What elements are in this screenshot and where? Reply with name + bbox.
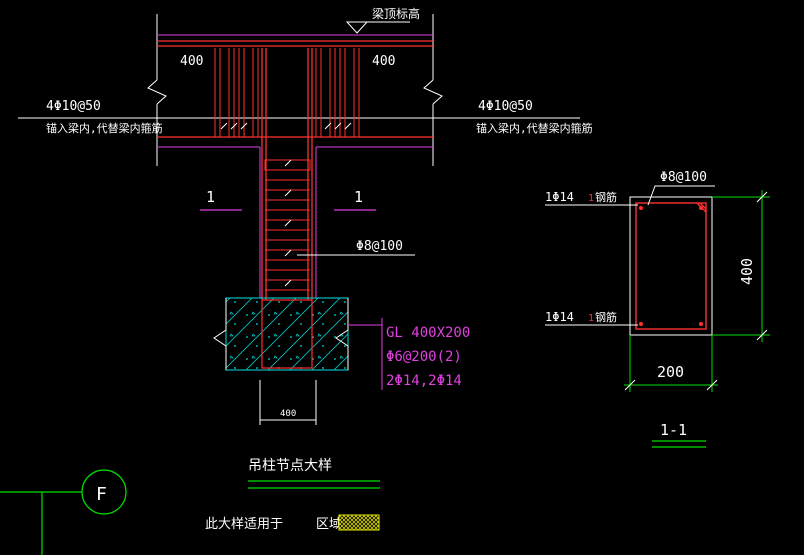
section-bottom-bar-note: 钢筋 (595, 310, 617, 324)
detail-title: 吊柱节点大样 (248, 458, 332, 474)
left-width-label: 400 (180, 54, 203, 69)
left-hanger-bars (214, 48, 267, 300)
beam-outline (18, 14, 580, 166)
section-top-bar-mark: 1 (588, 193, 594, 204)
section-width-label: 200 (657, 363, 684, 381)
right-rebar-label: 4Φ10@50 (478, 99, 533, 114)
section-stirrup-leader: Φ8@100 (647, 170, 715, 206)
section-mark-left: 1 (206, 188, 215, 206)
beam-top-label: 梁顶标高 (372, 6, 420, 21)
section-title: 1-1 (660, 421, 687, 439)
right-rebar-note: 锚入梁内,代替梁内箍筋 (476, 121, 593, 135)
section-title-block: 1-1 (652, 421, 706, 448)
ground-beam (213, 297, 349, 371)
section-width-dimension (624, 335, 718, 392)
section-top-bar-label: 1Φ14 (545, 190, 574, 204)
left-rebar-label: 4Φ10@50 (46, 99, 101, 114)
stirrup-leader: Φ8@100 (297, 239, 415, 256)
section-bottom-bar-label: 1Φ14 (545, 310, 574, 324)
hanger-ticks (220, 122, 352, 130)
gl-label: GL 400X200 (386, 325, 470, 341)
column-stirrups (264, 159, 311, 291)
right-hanger-bars (307, 48, 360, 300)
applies-label: 此大样适用于 (205, 517, 283, 532)
region-label: 区域 (316, 517, 342, 532)
gl-bars-label: 2Φ14,2Φ14 (386, 373, 462, 389)
section-height-dimension (712, 190, 770, 342)
column-stirrup-ticks (284, 159, 292, 287)
beam-edges (157, 34, 433, 148)
section-1-1 (629, 196, 713, 336)
section-top-bar-leader: 1Φ14 1 钢筋 (545, 190, 638, 206)
section-top-bar-note: 钢筋 (595, 190, 617, 204)
section-bottom-bar-mark: 1 (588, 313, 594, 324)
section-height-label: 400 (738, 258, 756, 285)
grid-label: F (96, 484, 107, 505)
stirrup-label: Φ8@100 (356, 239, 403, 254)
section-mark-right: 1 (354, 188, 363, 206)
beam-longitudinal-rebar (157, 40, 433, 138)
right-width-label: 400 (372, 54, 395, 69)
left-rebar-note: 锚入梁内,代替梁内箍筋 (46, 121, 163, 135)
column-width-dimension (259, 380, 317, 425)
column-width-label: 400 (280, 409, 296, 419)
beam-top-marker: 梁顶标高 (345, 6, 420, 34)
section-bottom-bar-leader: 1Φ14 1 钢筋 (545, 310, 638, 326)
grid-axis: F (0, 469, 127, 555)
region-legend-swatch (338, 514, 380, 531)
gl-leader: GL 400X200 Φ6@200(2) 2Φ14,2Φ14 (348, 318, 470, 390)
section-cut-marks: 1 1 (200, 188, 376, 211)
column-outline (259, 147, 317, 298)
section-stirrup-label: Φ8@100 (660, 170, 707, 185)
gl-stirrup-label: Φ6@200(2) (386, 349, 462, 365)
detail-title-block: 吊柱节点大样 (248, 458, 380, 489)
